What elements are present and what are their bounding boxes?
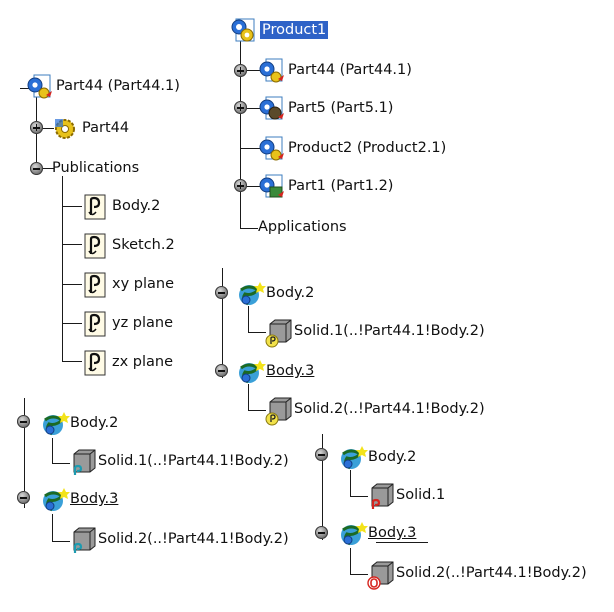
applications-label: Applications [258, 219, 347, 235]
part-gear-icon [52, 115, 78, 141]
publication-item[interactable]: yz plane [82, 310, 174, 337]
publications-label: Publications [52, 160, 140, 176]
solid-label: Solid.2(..!Part44.1!Body.2) [294, 401, 485, 417]
body-label: Body.3 [70, 491, 119, 507]
tree-node-applications[interactable]: Applications [258, 218, 347, 236]
body-label: Body.3 [368, 525, 417, 541]
tree-node-solid[interactable]: Solid.2(..!Part44.1!Body.2) [264, 396, 485, 426]
publication-item[interactable]: Sketch.2 [82, 232, 175, 259]
product-icon [230, 17, 256, 43]
body-label: Body.2 [266, 285, 315, 301]
publication-icon [82, 310, 108, 337]
solid-label: Solid.1 [396, 487, 446, 503]
expand-toggle[interactable] [30, 121, 43, 134]
tree-node-part44-root[interactable]: Part44 (Part44.1) [26, 73, 180, 99]
publication-icon [82, 232, 108, 259]
tree-node-part44[interactable]: Part44 [52, 115, 129, 141]
tree-node-solid[interactable]: Solid.1 [366, 482, 446, 509]
tree-node-solid[interactable]: Solid.1(..!Part44.1!Body.2) [264, 318, 485, 348]
part-instance-icon [26, 73, 52, 99]
part1-label: Part1 (Part1.2) [288, 178, 394, 194]
product-instance-icon [258, 135, 284, 161]
solid-broken-link-icon [366, 560, 394, 590]
tree-node-body[interactable]: Body.3 [236, 358, 314, 384]
tree-node-body[interactable]: Body.2 [338, 444, 416, 470]
publication-label: Body.2 [112, 198, 161, 214]
solid-link-icon [264, 318, 292, 348]
tree-node-part44-instance[interactable]: Part44 (Part44.1) [258, 57, 412, 83]
solid-label: Solid.2(..!Part44.1!Body.2) [396, 565, 587, 581]
body-label: Body.2 [368, 449, 417, 465]
part-instance-icon [258, 57, 284, 83]
part5-label: Part5 (Part5.1) [288, 100, 394, 116]
body-icon [40, 410, 70, 436]
collapse-toggle[interactable] [215, 364, 228, 377]
product2-label: Product2 (Product2.1) [288, 140, 447, 156]
publication-label: Sketch.2 [112, 237, 175, 253]
publication-item[interactable]: Body.2 [82, 193, 161, 220]
body-icon [338, 520, 368, 546]
tree-node-solid[interactable]: Solid.2(..!Part44.1!Body.2) [366, 560, 587, 590]
body-label: Body.3 [266, 363, 315, 379]
collapse-toggle[interactable] [315, 526, 328, 539]
solid-link-icon [68, 526, 96, 553]
tree-node-body[interactable]: Body.2 [236, 280, 314, 306]
body-icon [338, 444, 368, 470]
tree-node-body[interactable]: Body.3 [338, 520, 416, 546]
tree-node-product1[interactable]: Product1 [230, 17, 329, 43]
part44-instance-label: Part44 (Part44.1) [288, 62, 412, 78]
publication-icon [82, 271, 108, 298]
tree-node-solid[interactable]: Solid.2(..!Part44.1!Body.2) [68, 526, 289, 553]
body-icon [236, 358, 266, 384]
publication-label: yz plane [112, 315, 174, 331]
solid-label: Solid.2(..!Part44.1!Body.2) [98, 531, 289, 547]
body-icon [40, 486, 70, 512]
publication-icon [82, 193, 108, 220]
solid-link-icon [68, 448, 96, 475]
expand-toggle[interactable] [234, 64, 247, 77]
publication-item[interactable]: zx plane [82, 349, 174, 376]
collapse-toggle[interactable] [17, 415, 30, 428]
body-label: Body.2 [70, 415, 119, 431]
tree-node-solid[interactable]: Solid.1(..!Part44.1!Body.2) [68, 448, 289, 475]
expand-toggle[interactable] [234, 179, 247, 192]
tree-node-product2[interactable]: Product2 (Product2.1) [258, 135, 446, 161]
part-instance-icon [258, 173, 284, 199]
part44-root-label: Part44 (Part44.1) [56, 78, 180, 94]
solid-link-icon [264, 396, 292, 426]
collapse-toggle[interactable] [30, 162, 43, 175]
publication-label: xy plane [112, 276, 175, 292]
body-icon [236, 280, 266, 306]
solid-label: Solid.1(..!Part44.1!Body.2) [98, 453, 289, 469]
tree-node-body[interactable]: Body.3 [40, 486, 118, 512]
tree-node-body[interactable]: Body.2 [40, 410, 118, 436]
collapse-toggle[interactable] [315, 448, 328, 461]
part-instance-icon [258, 95, 284, 121]
solid-isolated-icon [366, 482, 394, 509]
collapse-toggle[interactable] [215, 286, 228, 299]
tree-node-publications[interactable]: Publications [52, 159, 139, 177]
publication-label: zx plane [112, 354, 174, 370]
collapse-toggle[interactable] [17, 491, 30, 504]
publication-icon [82, 349, 108, 376]
part44-label: Part44 [82, 120, 130, 136]
tree-node-part5[interactable]: Part5 (Part5.1) [258, 95, 393, 121]
product1-label: Product1 [260, 21, 329, 39]
tree-node-part1[interactable]: Part1 (Part1.2) [258, 173, 393, 199]
solid-label: Solid.1(..!Part44.1!Body.2) [294, 323, 485, 339]
expand-toggle[interactable] [234, 101, 247, 114]
publication-item[interactable]: xy plane [82, 271, 175, 298]
